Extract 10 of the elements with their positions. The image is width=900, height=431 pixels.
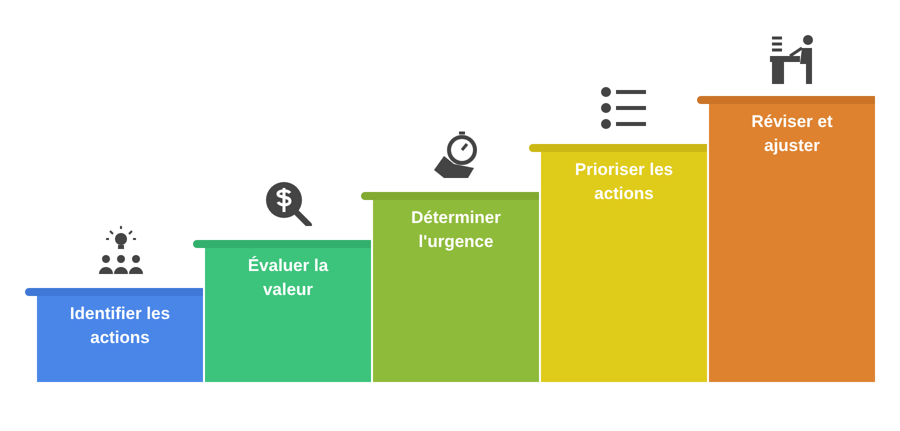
step-block	[361, 192, 539, 382]
step-block	[193, 240, 371, 382]
step-block	[529, 144, 707, 382]
step-label: Déterminer l'urgence	[410, 207, 502, 253]
step-label: Identifier les actions	[68, 303, 172, 349]
step-label: Prioriser les actions	[574, 159, 674, 205]
step-block	[25, 288, 203, 382]
step-label: Réviser et ajuster	[750, 111, 834, 157]
step-block	[697, 96, 875, 382]
step-label: Évaluer la valeur	[246, 255, 330, 301]
